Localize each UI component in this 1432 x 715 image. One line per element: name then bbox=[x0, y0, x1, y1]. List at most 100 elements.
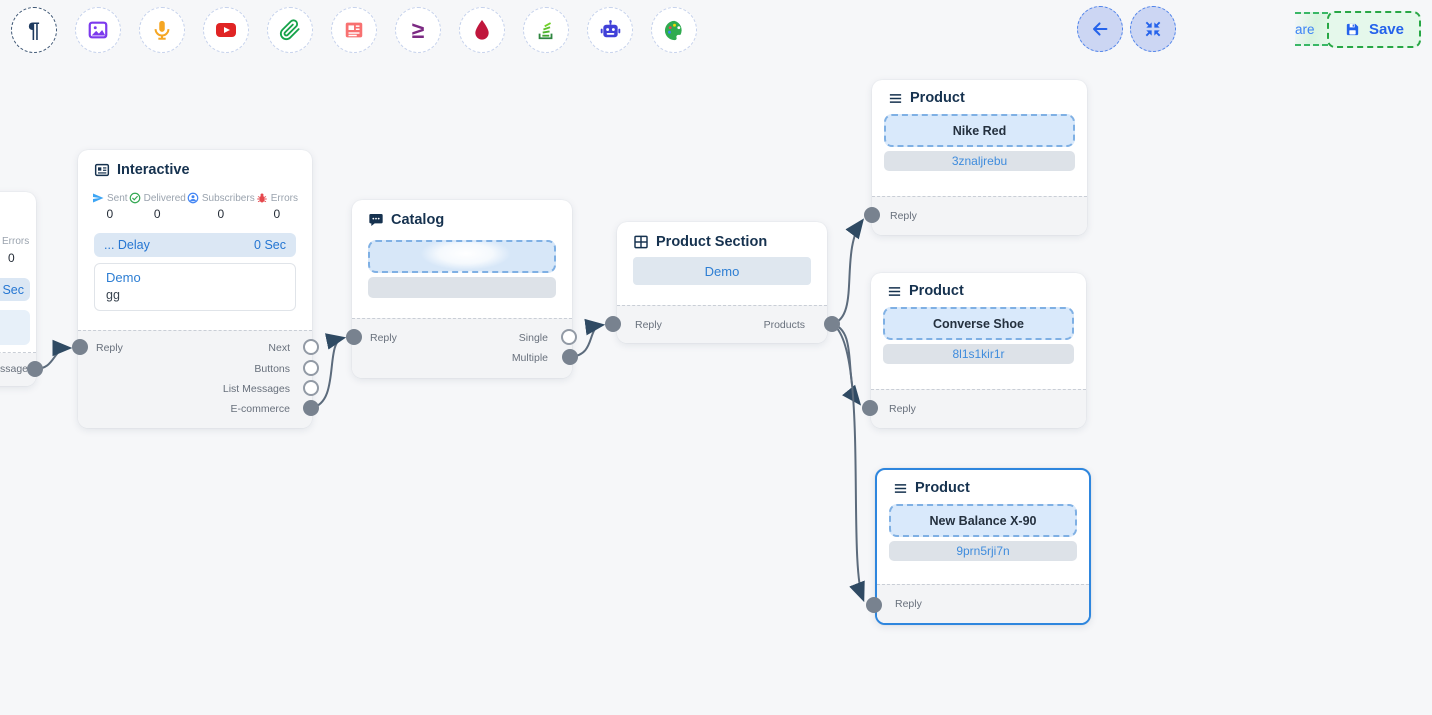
node-header: Product bbox=[871, 273, 1086, 299]
product-name: Nike Red bbox=[952, 123, 1007, 138]
output-label-multiple: Multiple bbox=[511, 352, 548, 364]
fit-view-button[interactable] bbox=[1130, 6, 1176, 52]
handle-output-ecommerce[interactable] bbox=[303, 400, 319, 416]
node-footer: Reply bbox=[871, 389, 1086, 428]
node-product-1[interactable]: Product Nike Red 3znaljrebu Reply bbox=[872, 80, 1087, 235]
stat-value: 0 bbox=[273, 207, 281, 221]
handle-input-product-section-reply[interactable] bbox=[605, 316, 621, 332]
node-header: Product bbox=[872, 80, 1087, 106]
handle-output-list-messages[interactable] bbox=[303, 380, 319, 396]
node-header: Interactive bbox=[78, 150, 312, 178]
back-button[interactable] bbox=[1077, 6, 1123, 52]
hamburger-icon bbox=[888, 286, 901, 296]
handle-input-catalog-reply[interactable] bbox=[346, 329, 362, 345]
subscriber-icon bbox=[187, 192, 199, 204]
output-label-ecommerce: E-commerce bbox=[230, 403, 290, 415]
reply-label: Reply bbox=[890, 210, 917, 222]
toolbar-item-attachment[interactable] bbox=[267, 7, 313, 53]
stat-sent: Sent 0 bbox=[92, 192, 128, 221]
output-label-fragment: essage bbox=[0, 363, 28, 375]
node-catalog[interactable]: Catalog Reply Single Multiple bbox=[352, 200, 572, 378]
chat-bubble-icon bbox=[369, 214, 383, 226]
save-button[interactable]: Save bbox=[1326, 11, 1421, 48]
toolbar-item-sequence[interactable]: ≥ bbox=[395, 7, 441, 53]
delay-row[interactable]: ... Delay 0 Sec bbox=[94, 233, 296, 257]
product-name: Converse Shoe bbox=[932, 316, 1024, 331]
footer-separator bbox=[0, 352, 36, 353]
reply-label: Reply bbox=[889, 403, 916, 415]
output-label-list-messages: List Messages bbox=[222, 383, 290, 395]
node-product-3[interactable]: Product New Balance X-90 9prn5rji7n Repl… bbox=[875, 468, 1091, 625]
paperclip-icon bbox=[279, 19, 300, 41]
handle-output-products[interactable] bbox=[824, 316, 840, 332]
handle-output-next[interactable] bbox=[303, 339, 319, 355]
node-footer: essage bbox=[0, 353, 36, 386]
stat-label: Delivered bbox=[143, 192, 186, 204]
stats-row: Sent 0 Delivered 0 bbox=[78, 178, 312, 221]
body-placeholder bbox=[0, 310, 30, 345]
node-header: Catalog bbox=[352, 200, 572, 228]
node-product-2[interactable]: Product Converse Shoe 8l1s1kir1r Reply bbox=[871, 273, 1086, 428]
output-label-next: Next bbox=[268, 342, 290, 354]
catalog-bar-placeholder bbox=[368, 277, 556, 298]
delay-row[interactable]: Sec bbox=[0, 278, 30, 301]
toolbar-item-image[interactable] bbox=[75, 7, 121, 53]
toolbar-item-video[interactable] bbox=[203, 7, 249, 53]
stat-delivered: Delivered 0 bbox=[129, 192, 186, 221]
node-partial-left[interactable]: Errors 0 Sec essage bbox=[0, 192, 36, 386]
node-interactive[interactable]: Interactive Sent 0 Delivered bbox=[78, 150, 312, 428]
handle-input-product-1-reply[interactable] bbox=[864, 207, 880, 223]
message-text: gg bbox=[106, 288, 120, 302]
table-grid-icon bbox=[634, 235, 648, 249]
toolbar-item-bot[interactable] bbox=[587, 7, 633, 53]
robot-icon bbox=[600, 19, 620, 37]
stat-label: Sent bbox=[107, 192, 128, 204]
section-body[interactable]: Demo bbox=[633, 257, 811, 285]
toolbar-item-theme[interactable] bbox=[651, 7, 697, 53]
handle-output-message[interactable] bbox=[27, 361, 43, 377]
reply-label: Reply bbox=[96, 342, 123, 354]
node-footer: Reply Next Buttons List Messages E-comme… bbox=[78, 330, 312, 428]
greater-equal-icon: ≥ bbox=[411, 16, 425, 43]
output-label-products: Products bbox=[763, 319, 805, 331]
product-name-box[interactable]: Nike Red bbox=[884, 114, 1075, 147]
image-icon bbox=[88, 21, 108, 39]
stat-value: 0 bbox=[106, 207, 114, 221]
toolbar-item-drip[interactable] bbox=[459, 7, 505, 53]
toolbar-item-stack[interactable] bbox=[523, 7, 569, 53]
message-body[interactable]: Demo gg bbox=[94, 263, 296, 311]
product-name-box[interactable]: Converse Shoe bbox=[883, 307, 1074, 340]
product-name-box[interactable]: New Balance X-90 bbox=[889, 504, 1077, 537]
node-header: Product bbox=[877, 470, 1089, 496]
handle-output-buttons[interactable] bbox=[303, 360, 319, 376]
node-product-section[interactable]: Product Section Demo Reply Products bbox=[617, 222, 827, 343]
stat-label: Errors bbox=[2, 236, 30, 247]
stat-value: 0 bbox=[8, 251, 15, 265]
toolbar-item-text[interactable]: ¶ bbox=[11, 7, 57, 53]
product-id-box: 9prn5rji7n bbox=[889, 541, 1077, 561]
pilcrow-icon: ¶ bbox=[28, 18, 40, 42]
floppy-disk-icon bbox=[1346, 23, 1359, 36]
save-button-label: Save bbox=[1368, 21, 1404, 38]
product-retailer-id: 9prn5rji7n bbox=[956, 544, 1010, 558]
node-title: Product bbox=[915, 480, 970, 496]
node-footer: Reply bbox=[877, 584, 1089, 623]
handle-input-product-3-reply[interactable] bbox=[866, 597, 882, 613]
message-title: Demo bbox=[106, 270, 141, 285]
paper-plane-icon bbox=[93, 193, 104, 203]
handle-input-interactive-reply[interactable] bbox=[72, 339, 88, 355]
node-title: Interactive bbox=[117, 162, 190, 178]
handle-output-multiple[interactable] bbox=[562, 349, 578, 365]
toolbar-item-audio[interactable] bbox=[139, 7, 185, 53]
toolbar-item-card[interactable] bbox=[331, 7, 377, 53]
section-body-label: Demo bbox=[704, 263, 740, 279]
catalog-placeholder[interactable] bbox=[368, 240, 556, 273]
handle-output-single[interactable] bbox=[561, 329, 577, 345]
product-retailer-id: 3znaljrebu bbox=[951, 154, 1008, 168]
delay-value: 0 Sec bbox=[254, 238, 286, 252]
stat-value: 0 bbox=[217, 207, 225, 221]
handle-input-product-2-reply[interactable] bbox=[862, 400, 878, 416]
node-title: Product bbox=[909, 283, 964, 299]
stat-value: 0 bbox=[153, 207, 161, 221]
